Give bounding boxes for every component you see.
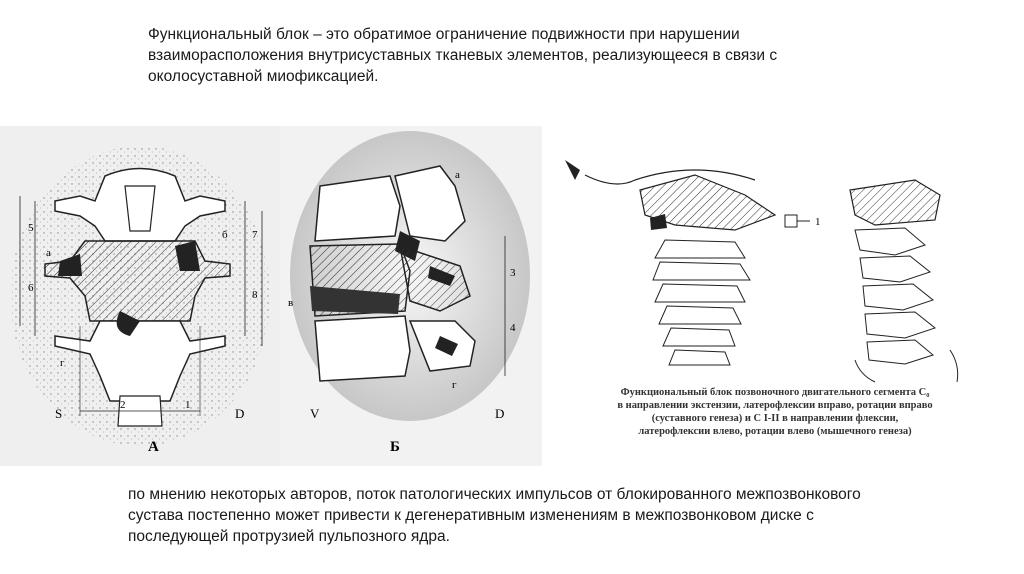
figure-a-label-2: 2 xyxy=(120,399,126,411)
figure-a-label-5: 5 xyxy=(28,222,34,234)
figure-b-letter: Б xyxy=(390,439,400,455)
figure-a-label-7: 7 xyxy=(252,229,258,241)
authors-opinion-paragraph: по мнению некоторых авторов, поток патол… xyxy=(128,484,888,547)
figure-b-label-g: г xyxy=(452,379,457,391)
figure-a-label-8: 8 xyxy=(252,289,258,301)
figure-c-marker-1: 1 xyxy=(815,216,821,228)
figure-a-label-a: а xyxy=(46,247,51,259)
figure-a-side-right: D xyxy=(235,406,244,421)
figure-a-vertebra-frontal: 5 а б 6 7 8 г 2 1 S D А xyxy=(0,126,280,466)
caption-line: Функциональный блок позвоночного двигате… xyxy=(600,386,950,399)
figure-b-label-v: в xyxy=(288,297,293,309)
figure-b-vertebra-lateral: а в г 3 4 V D Б xyxy=(280,126,542,466)
figure-a-side-left: S xyxy=(55,406,62,421)
figure-b-label-3: 3 xyxy=(510,267,516,279)
figure-a-label-1: 1 xyxy=(185,399,191,411)
figure-a-label-g: г xyxy=(60,357,65,369)
figure-c-caption: Функциональный блок позвоночного двигате… xyxy=(600,386,950,438)
figure-b-side-left: V xyxy=(310,406,320,421)
figure-b-side-right: D xyxy=(495,406,504,421)
caption-line: (суставного генеза) и C I-II в направлен… xyxy=(600,412,950,425)
figure-a-label-b: б xyxy=(222,229,228,241)
caption-line: в направлении экстензии, латерофлексии в… xyxy=(600,399,950,412)
figure-c-cervical-block: 1 Функциональный блок позвоночного двига… xyxy=(555,150,975,440)
caption-line: латерофлексии влево, ротации влево (мыше… xyxy=(600,425,950,438)
figure-b-label-4: 4 xyxy=(510,322,516,334)
figure-a-letter: А xyxy=(148,439,159,455)
figure-b-label-a: а xyxy=(455,169,460,181)
figure-a-label-6: 6 xyxy=(28,282,34,294)
definition-paragraph: Функциональный блок – это обратимое огра… xyxy=(148,24,878,87)
